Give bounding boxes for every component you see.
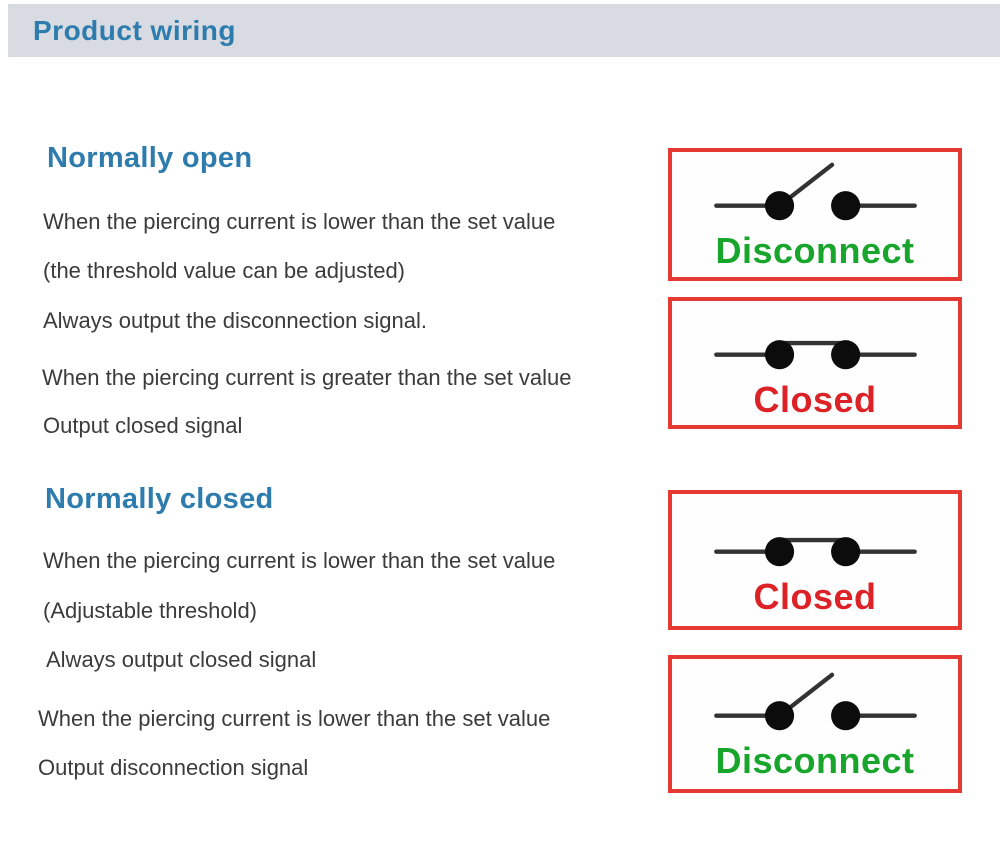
body-line: When the piercing current is lower than … — [43, 548, 556, 573]
diagram-state-label: Disconnect — [715, 230, 915, 271]
body-line: (the threshold value can be adjusted) — [43, 258, 406, 283]
switch-symbol-icon — [713, 339, 917, 369]
diagram-state-label: Disconnect — [715, 739, 915, 781]
wiring-diagram-box: Closed — [668, 490, 962, 630]
body-line: Always output closed signal — [46, 647, 317, 672]
body-line: Always output the disconnection signal. — [43, 308, 428, 333]
section-heading-normally-closed: Normally closed — [45, 483, 274, 515]
page-title: Product wiring — [33, 14, 236, 46]
diagram-state-label: Closed — [753, 378, 877, 420]
wiring-diagram-box: Closed — [668, 297, 962, 429]
header-bar: Product wiring — [8, 4, 1000, 57]
diagram-state-label: Closed — [753, 575, 877, 617]
body-line: When the piercing current is lower than … — [43, 209, 556, 234]
body-line: When the piercing current is lower than … — [38, 706, 551, 731]
switch-symbol-icon — [713, 536, 917, 566]
wiring-diagram-box: Disconnect — [668, 148, 962, 281]
wiring-diagram-box: Disconnect — [668, 655, 962, 793]
body-line: Output closed signal — [43, 413, 243, 438]
body-line: Output disconnection signal — [38, 755, 309, 780]
section-heading-normally-open: Normally open — [47, 142, 253, 174]
body-line: When the piercing current is greater tha… — [42, 365, 572, 390]
body-line: (Adjustable threshold) — [43, 598, 258, 623]
switch-symbol-icon — [713, 672, 917, 730]
switch-symbol-icon — [713, 162, 917, 221]
